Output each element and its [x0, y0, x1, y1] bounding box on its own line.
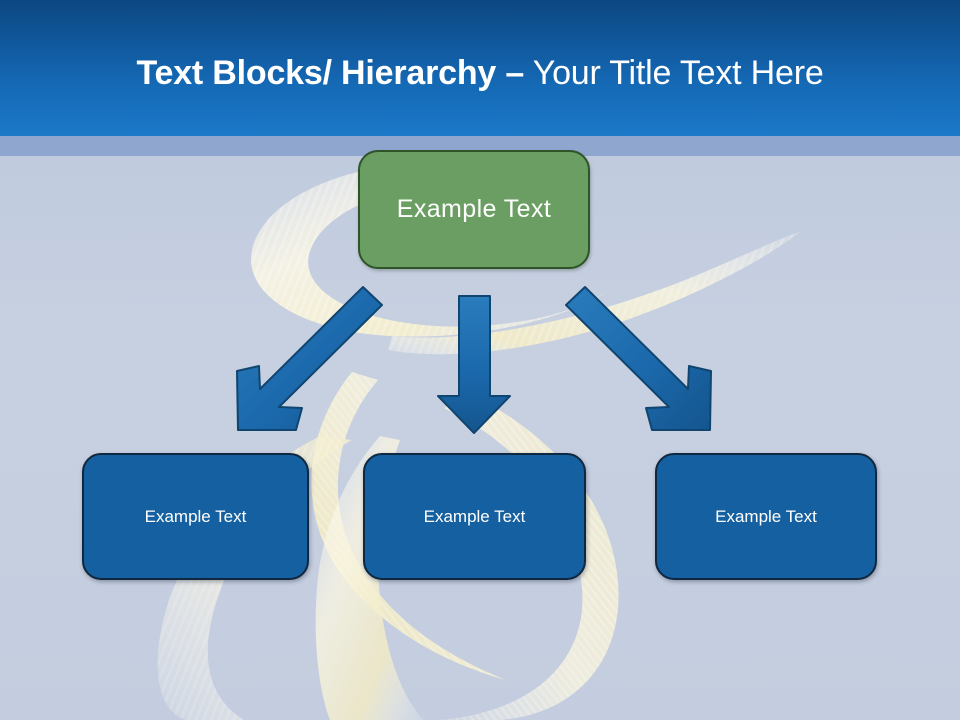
- arrow-right: [565, 286, 712, 431]
- arrow-middle: [437, 295, 511, 434]
- hierarchy-root-node-label: Example Text: [396, 195, 552, 223]
- arrow-left: [236, 286, 383, 431]
- hierarchy-child-node-1-label: Example Text: [144, 506, 247, 526]
- hierarchy-root-node[interactable]: Example Text: [358, 150, 590, 269]
- hierarchy-child-node-3[interactable]: Example Text: [655, 453, 877, 580]
- hierarchy-child-node-1[interactable]: Example Text: [82, 453, 309, 580]
- page-title-regular-part: Your Title Text Here: [524, 54, 824, 92]
- hierarchy-child-node-2[interactable]: Example Text: [363, 453, 586, 580]
- hierarchy-child-node-2-label: Example Text: [423, 506, 526, 526]
- title-banner-underline: [0, 136, 960, 156]
- page-title: Text Blocks/ Hierarchy – Your Title Text…: [0, 53, 960, 93]
- page-title-bold-part: Text Blocks/ Hierarchy –: [136, 54, 525, 92]
- title-banner: [0, 0, 960, 136]
- hierarchy-child-node-3-label: Example Text: [715, 506, 817, 526]
